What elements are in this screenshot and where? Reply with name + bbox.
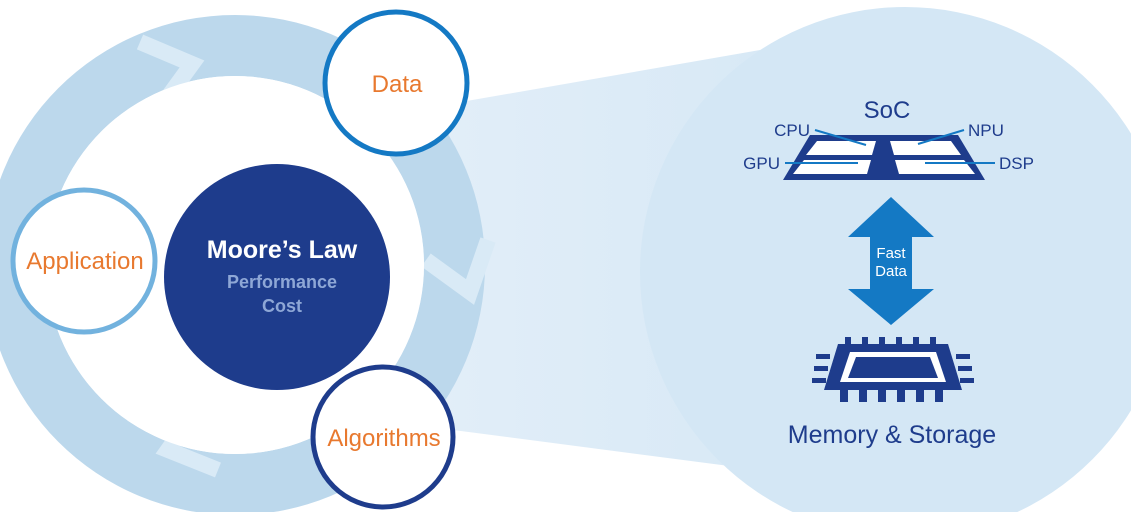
- npu-label: NPU: [968, 121, 1004, 140]
- soc-title: SoC: [864, 97, 911, 124]
- memory-chip-icon: [812, 337, 974, 402]
- fast-data-label-1: Fast: [876, 245, 906, 262]
- core-line-cost: Cost: [262, 296, 302, 316]
- core-title: Moore’s Law: [207, 236, 358, 264]
- ring-chevron-right: [421, 237, 496, 305]
- node-algorithms: [310, 364, 456, 510]
- soc-chip-icon: [783, 135, 985, 180]
- gpu-label: GPU: [743, 154, 780, 173]
- moores-law-core: [164, 164, 390, 390]
- dsp-label: DSP: [999, 154, 1034, 173]
- node-application: [10, 187, 158, 335]
- node-application-label: Application: [26, 248, 143, 275]
- node-algorithms-label: Algorithms: [327, 425, 440, 452]
- fast-data-arrow: [848, 197, 934, 325]
- cpu-leader: [814, 129, 867, 146]
- npu-leader: [917, 129, 965, 145]
- node-data: [322, 9, 470, 157]
- node-data-label: Data: [372, 71, 423, 98]
- cpu-label: CPU: [774, 121, 810, 140]
- core-line-performance: Performance: [227, 272, 337, 292]
- memory-storage-label: Memory & Storage: [788, 421, 996, 449]
- fast-data-label-2: Data: [875, 263, 907, 280]
